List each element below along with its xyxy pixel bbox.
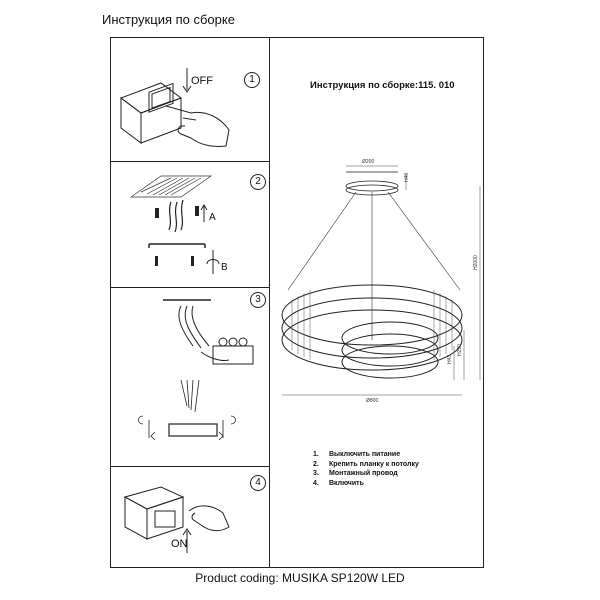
step-2-panel: A B 2: [111, 162, 269, 287]
rotate-arrow-icon: [206, 250, 220, 274]
instruction-frame: [110, 37, 484, 568]
screw-icon: [155, 256, 194, 266]
dim-ring-height: H290: [457, 344, 463, 356]
wall-switch-icon: [123, 486, 185, 540]
label-a: A: [209, 212, 216, 223]
pointing-hand-icon: [165, 105, 230, 147]
list-item: 2.Крепить планку к потолку: [313, 460, 419, 468]
wiring-illustration: [138, 299, 254, 441]
switch-label-on: ON: [171, 538, 188, 550]
pointing-hand-icon: [188, 505, 230, 532]
arrow-down-icon: [182, 68, 192, 93]
step-number-3: 3: [250, 292, 266, 308]
wall-switch-icon: [119, 82, 183, 144]
power-on-illustration: [123, 486, 230, 553]
drill-bits-icon: [168, 199, 184, 233]
off-label-box: OFF: [191, 75, 213, 87]
step-3-panel: 3: [111, 288, 269, 466]
wires-icon: [178, 305, 230, 361]
dim-total-height: H2000: [473, 255, 479, 270]
dim-canopy-height: H40: [404, 173, 410, 182]
dim-ring-offset: H43: [447, 355, 453, 364]
arrow-up-icon: [200, 204, 208, 222]
step-number-1: 1: [244, 72, 260, 88]
list-item: 3.Монтажный провод: [313, 470, 398, 477]
step-number-2: 2: [250, 174, 266, 190]
outer-ring: [281, 284, 463, 371]
crystal-hatching: [291, 290, 453, 360]
column-divider: [269, 37, 270, 568]
dim-diameter: Ø800: [366, 398, 378, 404]
step-4-panel: ON 4: [111, 467, 269, 567]
power-off-illustration: [119, 68, 230, 147]
arrows-icon: [138, 415, 236, 441]
ceiling-icon: [129, 175, 213, 198]
suspension-cables: [287, 191, 461, 340]
label-b: B: [221, 262, 228, 273]
dim-canopy-width: Ø200: [362, 159, 374, 165]
lamp-base-icon: [168, 423, 218, 437]
canopy: [345, 171, 399, 196]
list-item: 1.Выключить питание: [313, 451, 401, 458]
pendant-wires-icon: [180, 379, 200, 413]
instruction-list: 1.Выключить питание 2.Крепить планку к п…: [313, 450, 419, 488]
product-coding: Product coding: MUSIKA SP120W LED: [195, 571, 405, 585]
list-item: 4.Включить: [313, 479, 364, 487]
chandelier-diagram: Ø200 H40 H2000 H290 H43 Ø800: [281, 159, 481, 404]
wall-plug-icon: [155, 206, 199, 218]
step-1-panel: OFF 1: [111, 38, 269, 161]
inner-ring: [341, 321, 439, 379]
diagram-title: Инструкция по сборке:115. 010: [310, 80, 455, 91]
switch-label-off: OFF: [191, 75, 213, 87]
panel-divider: [110, 466, 270, 467]
arrow-up-icon: [182, 528, 192, 553]
panel-divider: [110, 287, 270, 288]
ceiling-mount-illustration: [129, 175, 220, 274]
mounting-bracket-icon: [148, 243, 206, 248]
terminal-block-icon: [212, 337, 254, 365]
page-header: Инструкция по сборке: [102, 12, 235, 27]
dimension-lines: [282, 165, 481, 396]
step-number-4: 4: [250, 475, 266, 491]
panel-divider: [110, 161, 270, 162]
